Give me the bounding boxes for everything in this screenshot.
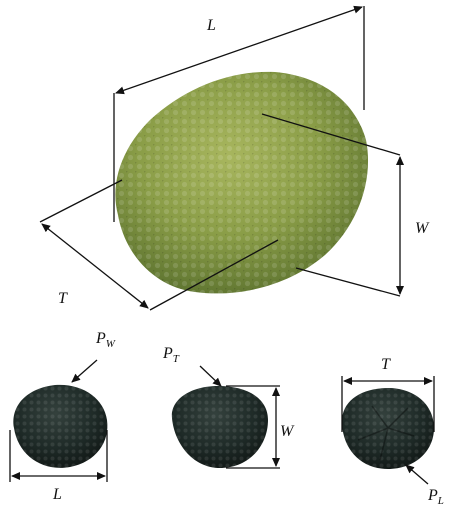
pw-label-sub: W [106,338,116,350]
dried-fruit-middle [172,386,268,468]
dried-fruit-right [342,388,434,469]
width-extension-bottom [296,268,400,296]
pw-pointer-arrow [72,360,97,382]
bottom-length-label: L [52,486,62,503]
pt-label-sub: T [173,353,180,365]
pt-pointer-arrow [200,366,221,386]
width-label: W [415,220,430,237]
pw-label-main: P [95,330,106,347]
pw-label: PW [95,330,116,350]
pt-label-main: P [162,345,173,362]
pl-pointer-arrow [406,465,428,484]
thickness-label: T [58,290,68,307]
bottom-thickness-label: T [381,356,391,373]
thickness-extension-top [40,180,122,222]
dried-fruit-left [13,385,107,468]
pl-label-sub: L [437,495,444,507]
length-label: L [206,17,216,34]
pl-label: PL [427,487,444,507]
pt-label: PT [162,345,180,365]
pl-label-main: P [427,487,438,504]
side-width-label: W [280,423,295,440]
